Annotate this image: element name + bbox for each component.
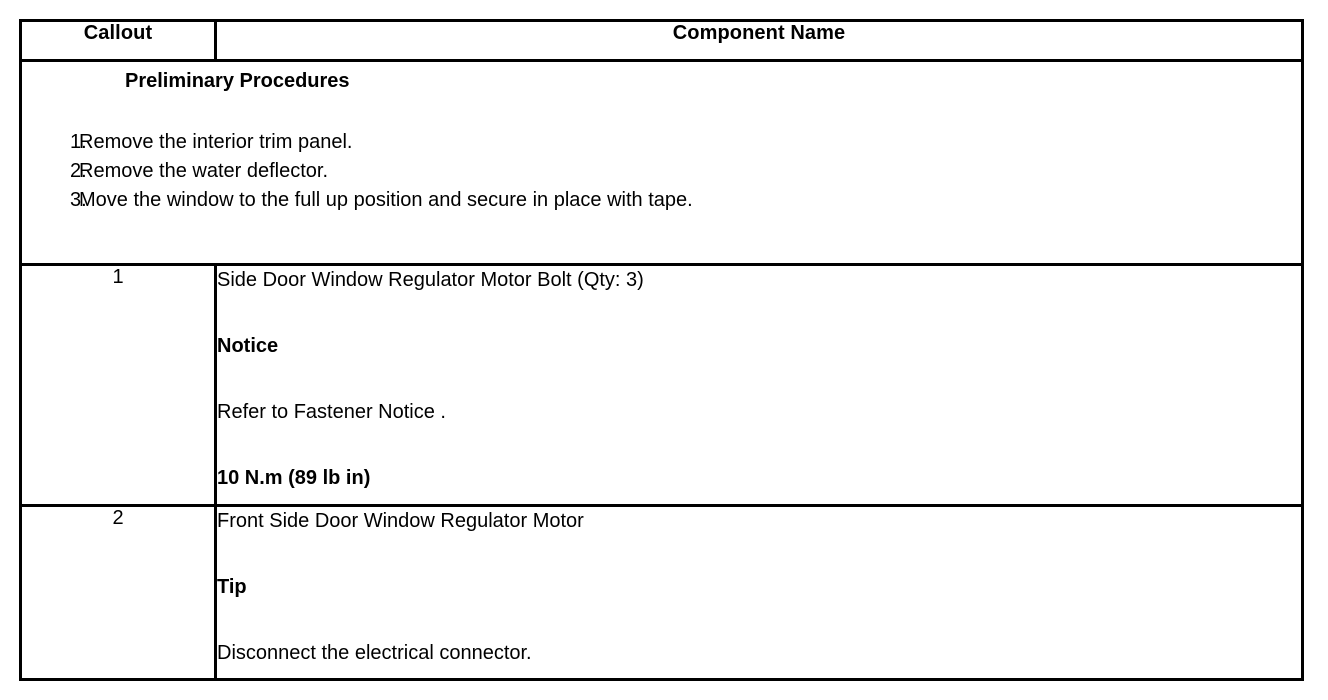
- torque-spec: 10 N.m (89 lb in): [217, 467, 371, 490]
- callout-number-1: 1: [19, 263, 217, 508]
- list-item-text: Move the window to the full up position …: [79, 189, 693, 212]
- table-header-row: Callout Component Name: [19, 18, 1304, 63]
- spacer: [217, 601, 1301, 639]
- component-table-container: Callout Component Name Preliminary Proce…: [19, 18, 1304, 681]
- preliminary-procedures-cell: Preliminary Procedures 1. Remove the int…: [19, 59, 1304, 267]
- table-row: 1 Side Door Window Regulator Motor Bolt …: [19, 263, 1304, 508]
- preliminary-procedures-title: Preliminary Procedures: [125, 70, 350, 93]
- component-name-2: Front Side Door Window Regulator Motor: [217, 510, 584, 533]
- callout-number-2: 2: [19, 504, 217, 681]
- list-item-number: 3.: [70, 189, 87, 212]
- spacer: [217, 426, 1301, 464]
- header-callout: Callout: [19, 18, 217, 63]
- tip-text: Disconnect the electrical connector.: [217, 642, 532, 665]
- preliminary-procedures-list: 1. Remove the interior trim panel. 2. Re…: [22, 128, 1301, 215]
- list-item-text: Remove the interior trim panel.: [79, 131, 353, 154]
- tip-heading: Tip: [217, 576, 247, 599]
- header-component-name: Component Name: [214, 18, 1304, 63]
- component-detail-cell-1: Side Door Window Regulator Motor Bolt (Q…: [214, 263, 1304, 508]
- component-detail-cell-2: Front Side Door Window Regulator Motor T…: [214, 504, 1304, 681]
- list-item-number: 1.: [70, 131, 87, 154]
- list-item-number: 2.: [70, 160, 87, 183]
- list-item: 1. Remove the interior trim panel.: [22, 128, 1301, 157]
- preliminary-procedures-row: Preliminary Procedures 1. Remove the int…: [19, 59, 1304, 267]
- component-name-1: Side Door Window Regulator Motor Bolt (Q…: [217, 269, 644, 292]
- spacer: [217, 535, 1301, 573]
- component-callout-table: Callout Component Name Preliminary Proce…: [19, 18, 1304, 681]
- spacer: [217, 294, 1301, 332]
- list-item-text: Remove the water deflector.: [79, 160, 329, 183]
- list-item: 3. Move the window to the full up positi…: [22, 186, 1301, 215]
- spacer: [217, 360, 1301, 398]
- notice-text: Refer to Fastener Notice .: [217, 401, 446, 424]
- table-row: 2 Front Side Door Window Regulator Motor…: [19, 504, 1304, 681]
- list-item: 2. Remove the water deflector.: [22, 157, 1301, 186]
- notice-heading: Notice: [217, 335, 279, 358]
